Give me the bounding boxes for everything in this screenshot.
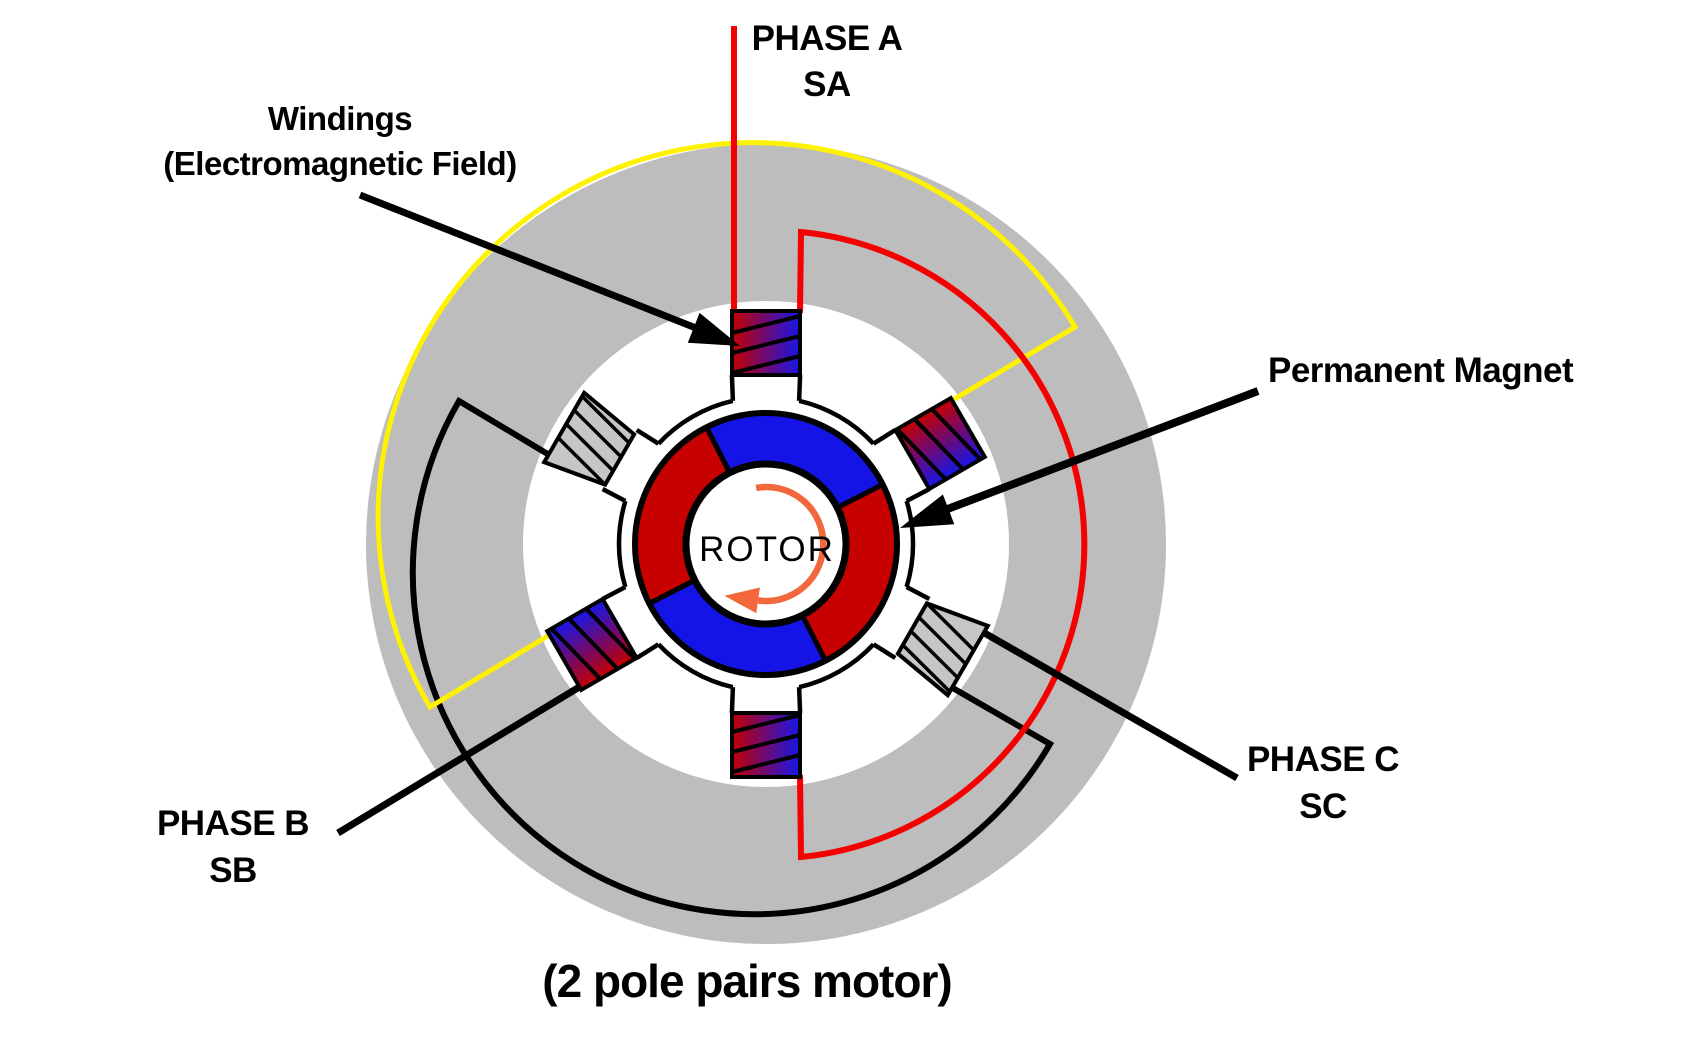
phase-c-label-line2: SC [1299, 787, 1347, 826]
rotor-label: ROTOR [699, 530, 835, 569]
rotor-outer-rim [632, 410, 900, 678]
phase-b-label-line1: PHASE B [156, 804, 310, 843]
phase-c-label: PHASE C SC [1246, 736, 1400, 830]
phase-a-label: PHASE A SA [752, 16, 903, 108]
phase-winding-arc-yellow [375, 140, 1079, 711]
phase-a-return-arc [797, 228, 1088, 861]
coil-300-hatched [541, 389, 637, 488]
rotor-shaft-rim [682, 460, 850, 628]
permanent-magnet-pointer-head [900, 494, 955, 528]
phase-a-label-line2: SA [803, 65, 851, 104]
phase-a-label-line1: PHASE A [751, 19, 903, 58]
rotation-arrow-arc [755, 483, 827, 605]
phase-c-label-line1: PHASE C [1246, 740, 1400, 779]
windings-label-line2: (Electromagnetic Field) [163, 145, 517, 182]
windings-label: Windings (Electromagnetic Field) [163, 96, 517, 186]
coil-0-wound [730, 309, 802, 377]
stator-bore-area [523, 301, 1009, 787]
coil-180-wound [730, 711, 802, 779]
phase-b-label-line2: SB [209, 851, 257, 890]
coil-240-wound [544, 596, 640, 693]
phase-b-connection-arc [409, 396, 1055, 918]
phase-b-label: PHASE B SB [156, 800, 310, 894]
caption-pole-pairs: (2 pole pairs motor) [542, 955, 952, 1007]
coil-60-wound [892, 395, 988, 492]
permanent-magnet-label: Permanent Magnet [1268, 351, 1574, 390]
rotation-arrow-head [724, 587, 760, 614]
coil-120-hatched [895, 600, 991, 699]
phase-b-lead [336, 683, 583, 836]
phase-c-lead [979, 627, 1239, 782]
windings-pointer-head [687, 312, 740, 346]
permanent-magnet-pointer [943, 387, 1260, 514]
windings-label-line1: Windings [267, 100, 413, 137]
windings-pointer [358, 191, 708, 336]
stator-bore-contour [601, 374, 931, 714]
